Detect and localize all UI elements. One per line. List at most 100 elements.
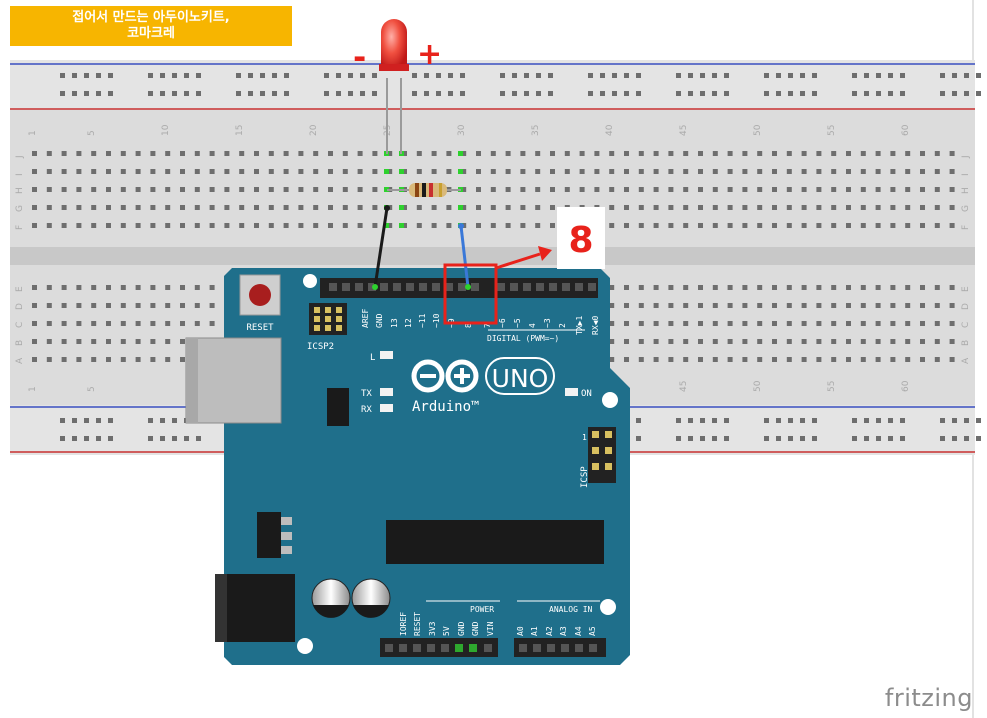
rail-hole <box>700 436 705 441</box>
arduino-brand-label: Arduino™ <box>412 399 479 415</box>
terminal-hole <box>564 187 570 192</box>
digital-pin-labels: AREF GND 13 12 ~11 ~10 ~9 8 7 ~6 ~5 4 ~3… <box>361 309 600 335</box>
terminal-hole <box>120 321 126 326</box>
terminal-hole <box>624 223 629 228</box>
terminal-hole <box>742 357 748 362</box>
rail-hole <box>84 73 89 78</box>
rail-hole <box>900 436 905 441</box>
rail-hole <box>676 73 681 78</box>
row-letter: B <box>961 340 971 346</box>
terminal-hole <box>727 339 733 344</box>
terminal-hole <box>150 339 156 344</box>
pin-label: A4 <box>574 626 583 636</box>
rail-hole <box>876 436 881 441</box>
pin-label: 3V3 <box>428 621 437 636</box>
terminal-hole <box>846 223 851 228</box>
terminal-hole <box>32 285 37 290</box>
terminal-hole <box>742 169 748 174</box>
terminal-hole <box>194 151 200 156</box>
terminal-hole <box>550 169 555 174</box>
terminal-hole <box>239 151 245 156</box>
terminal-hole <box>520 223 526 228</box>
analog-header <box>514 638 606 657</box>
terminal-hole <box>638 285 644 290</box>
rail-hole <box>688 73 693 78</box>
terminal-hole <box>431 223 437 228</box>
terminal-hole <box>46 169 52 174</box>
terminal-hole <box>194 169 200 174</box>
terminal-hole <box>712 169 718 174</box>
terminal-hole <box>120 285 126 290</box>
rail-hole <box>260 73 265 78</box>
terminal-hole <box>283 187 289 192</box>
pin-label: A3 <box>559 626 568 636</box>
digital-header-pins <box>329 283 596 291</box>
rail-hole <box>888 418 893 423</box>
terminal-hole <box>609 321 615 326</box>
terminal-hole <box>402 169 407 174</box>
terminal-hole <box>890 223 896 228</box>
row-letter: E <box>15 286 25 292</box>
rail-hole <box>172 91 177 96</box>
terminal-hole <box>106 187 111 192</box>
terminal-hole <box>816 357 822 362</box>
rail-hole <box>964 73 969 78</box>
terminal-hole <box>698 321 703 326</box>
rail-hole <box>460 91 465 96</box>
terminal-hole <box>638 151 644 156</box>
terminal-hole <box>268 223 274 228</box>
rail-hole <box>800 418 805 423</box>
rail-hole <box>700 73 705 78</box>
terminal-hole <box>416 205 422 210</box>
terminal-hole <box>135 187 141 192</box>
terminal-hole <box>949 285 955 290</box>
row-letter: D <box>961 303 971 310</box>
rail-hole <box>148 91 153 96</box>
terminal-hole <box>668 303 674 308</box>
rail-hole <box>272 91 277 96</box>
row-letter: J <box>961 155 971 159</box>
terminal-hole <box>934 205 940 210</box>
pin-label: GND <box>375 313 384 328</box>
terminal-hole <box>653 223 659 228</box>
terminal-hole <box>668 357 674 362</box>
rail-hole <box>676 418 681 423</box>
pin-label: A2 <box>545 626 554 636</box>
icsp2-header <box>309 303 347 335</box>
rail-hole <box>512 73 517 78</box>
terminal-hole <box>786 151 792 156</box>
rail-hole <box>676 436 681 441</box>
terminal-hole <box>535 151 541 156</box>
terminal-hole <box>550 151 555 156</box>
rail-hole <box>412 91 417 96</box>
reset-button[interactable] <box>239 274 281 316</box>
rail-hole <box>864 73 869 78</box>
terminal-hole <box>860 321 866 326</box>
terminal-hole <box>476 205 481 210</box>
gnd-wire <box>373 207 389 288</box>
terminal-hole <box>772 303 777 308</box>
row-letter: G <box>15 205 25 212</box>
rail-hole <box>712 91 717 96</box>
terminal-hole <box>934 303 940 308</box>
rail-hole <box>764 91 769 96</box>
rail-hole <box>724 418 729 423</box>
terminal-hole <box>772 151 777 156</box>
terminal-hole <box>875 169 881 174</box>
pin-label: A0 <box>516 626 525 636</box>
terminal-hole <box>698 151 703 156</box>
terminal-hole <box>609 187 615 192</box>
row-letters-right: J I H G F E D C B A <box>961 155 971 364</box>
terminal-hole <box>727 321 733 326</box>
rail-hole <box>688 418 693 423</box>
col-number: 20 <box>309 124 319 136</box>
rail-hole <box>788 436 793 441</box>
reset-button-cap[interactable] <box>249 284 271 306</box>
callout-arrow-line <box>495 252 541 270</box>
rail-hole <box>60 91 65 96</box>
rail-hole <box>60 73 65 78</box>
terminal-hole <box>920 357 925 362</box>
rail-hole <box>500 73 505 78</box>
rail-hole <box>636 73 641 78</box>
rail-hole <box>812 418 817 423</box>
